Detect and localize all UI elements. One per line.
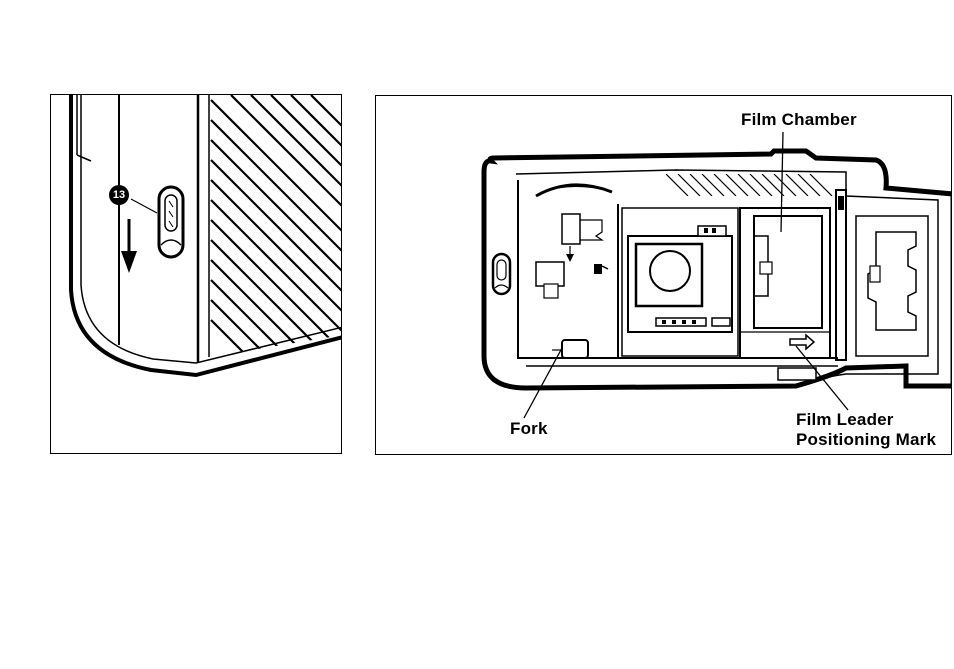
- cartridge-chamber: [518, 180, 618, 358]
- open-camera-back-drawing: [376, 96, 952, 455]
- callout-number-badge: 13: [109, 185, 129, 205]
- camera-side-drawing: [51, 95, 342, 454]
- fork-label: Fork: [510, 419, 548, 439]
- positioning-mark-label: Positioning Mark: [796, 430, 936, 450]
- back-cover-release-switch: [493, 254, 510, 294]
- film-leader-label: Film Leader: [796, 410, 894, 430]
- top-hatching: [666, 174, 832, 196]
- camera-body-outline: [71, 95, 342, 375]
- film-chamber: [740, 208, 830, 358]
- film-chamber-label: Film Chamber: [741, 110, 857, 130]
- film-rail: [526, 358, 838, 380]
- grip-hatching: [211, 95, 342, 452]
- right-illustration-panel: Film Chamber Fork Film Leader Positionin…: [375, 95, 952, 455]
- back-cover-release-switch: [159, 187, 183, 257]
- camera-body-inner-edge: [81, 95, 342, 363]
- slide-down-arrow-icon: [121, 219, 137, 273]
- film-gate: [622, 208, 738, 356]
- back-door-edge: [836, 190, 928, 360]
- positioning-mark-arrow-icon: [790, 335, 814, 349]
- left-illustration-panel: 13: [50, 94, 342, 454]
